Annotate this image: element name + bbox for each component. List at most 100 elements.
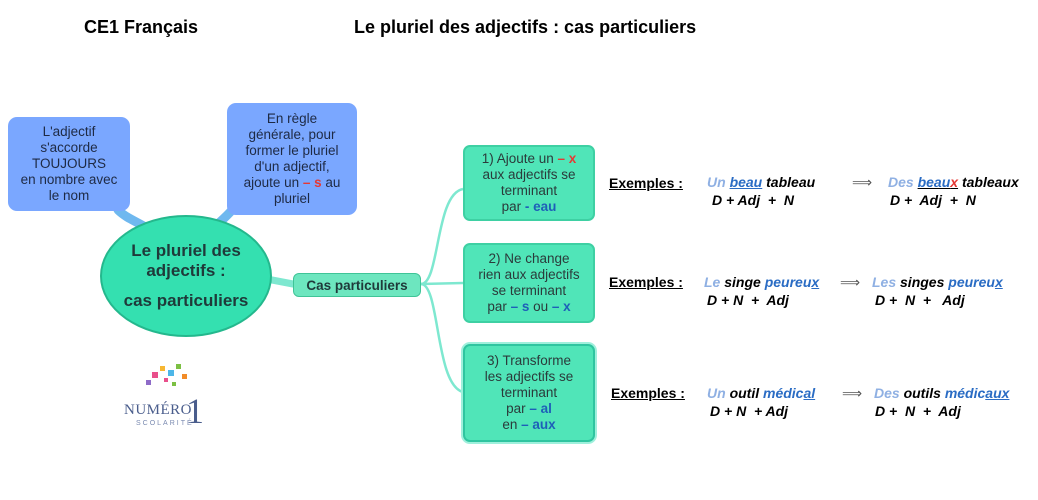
case-line: rien aux adjectifs xyxy=(478,267,580,282)
note-text: ajoute un xyxy=(243,175,303,190)
example-noun: singes xyxy=(900,274,945,290)
arrow-icon: ⟹ xyxy=(842,385,863,401)
case-line: par – s ou – x xyxy=(469,299,589,315)
case-line: terminant xyxy=(500,183,558,198)
examples-label: Exemples : xyxy=(611,385,685,401)
note-left-line: en nombre avec xyxy=(20,172,118,187)
example-adj-stem: peureu xyxy=(948,274,995,290)
note-left-line: TOUJOURS xyxy=(31,156,106,171)
example-plural: Les singes peureux xyxy=(872,274,1003,290)
case-line: par - eau xyxy=(469,199,589,215)
example-formula: D + Adj + N xyxy=(712,192,794,208)
example-adj-stem: médic xyxy=(944,385,986,401)
example-det: Des xyxy=(874,385,900,401)
ending-mark: – aux xyxy=(521,417,556,432)
case-line: les adjectifs se xyxy=(484,369,574,384)
connector-case-2 xyxy=(420,281,464,286)
connector-case-3 xyxy=(420,282,464,394)
ending-mark: – al xyxy=(529,401,552,416)
example-formula: D + N + Adj xyxy=(875,292,965,308)
example-adj-ending: aux xyxy=(985,385,1010,401)
ending-mark: – x xyxy=(557,151,577,166)
example-adj: médical xyxy=(763,385,815,401)
example-noun: singe xyxy=(724,274,761,290)
case-line: 3) Transforme xyxy=(486,353,572,368)
page-title: Le pluriel des adjectifs : cas particuli… xyxy=(354,17,697,37)
case-line: par – al xyxy=(469,401,589,417)
central-topic-line: Le pluriel des xyxy=(131,241,241,260)
example-det: Un xyxy=(707,385,726,401)
case-line: en – aux xyxy=(469,417,589,433)
ending-mark: - eau xyxy=(524,199,557,214)
case-text: par xyxy=(487,299,511,314)
logo-word: NUMÉRO xyxy=(124,402,193,418)
logo-subtitle: SCOLARITÉ xyxy=(136,420,194,427)
ending-mark: – s xyxy=(510,299,530,314)
arrow-icon: ⟹ xyxy=(852,174,873,190)
note-right-line: former le pluriel xyxy=(245,143,339,158)
logo: NUMÉRO 1 SCOLARITÉ xyxy=(122,360,214,440)
example-formula: D + N + Adj xyxy=(710,403,789,419)
logo-digit: 1 xyxy=(186,391,204,431)
example-adj-ending: x xyxy=(811,274,820,290)
example-adj-ending: x xyxy=(950,174,959,190)
logo-dots-icon xyxy=(146,364,187,386)
example-adj: beaux xyxy=(918,174,958,190)
central-topic: Le pluriel des adjectifs : cas particuli… xyxy=(100,215,272,337)
example-singular: Un beau tableau xyxy=(707,174,815,190)
case-text: ou xyxy=(529,299,552,314)
note-text: au xyxy=(321,175,341,190)
connector-center-pill xyxy=(268,276,297,288)
example-det: Les xyxy=(872,274,897,290)
example-plural: Des beaux tableaux xyxy=(888,174,1019,190)
example-singular: Un outil médical xyxy=(707,385,815,401)
arrow-icon: ⟹ xyxy=(840,274,861,290)
note-left-line: s'accorde xyxy=(40,140,98,155)
case-text: 1) Ajoute un xyxy=(481,151,558,166)
note-left-line: L'adjectif xyxy=(42,124,96,139)
note-left: L'adjectif s'accorde TOUJOURS en nombre … xyxy=(8,117,130,211)
case-box-2: 2) Ne change rien aux adjectifs se termi… xyxy=(463,243,595,323)
example-noun: outils xyxy=(903,385,941,401)
example-adj-stem: médic xyxy=(763,385,804,401)
note-right-line: d'un adjectif, xyxy=(254,159,330,174)
note-left-line: le nom xyxy=(48,188,90,203)
example-adj-stem: peureu xyxy=(764,274,812,290)
case-line: 1) Ajoute un – x xyxy=(469,151,589,167)
example-det: Un xyxy=(707,174,726,190)
header-left: CE1 Français xyxy=(84,17,199,37)
central-topic-line: cas particuliers xyxy=(123,291,249,310)
example-noun: tableaux xyxy=(961,174,1019,190)
example-plural: Des outils médicaux xyxy=(874,385,1009,401)
note-right: En règle générale, pour former le plurie… xyxy=(227,103,357,215)
case-line: aux adjectifs se xyxy=(482,167,576,182)
case-text: en xyxy=(502,417,522,432)
example-formula: D + Adj + N xyxy=(890,192,976,208)
example-formula: D + N + Adj xyxy=(875,403,961,419)
example-det: Des xyxy=(888,174,914,190)
connector-case-1 xyxy=(420,187,464,286)
note-right-line: pluriel xyxy=(273,191,311,206)
example-adj-stem: beau xyxy=(917,174,951,190)
note-right-line: En règle xyxy=(266,111,318,126)
branch-label: Cas particuliers xyxy=(293,273,421,297)
example-noun: outil xyxy=(729,385,760,401)
ending-mark: – x xyxy=(551,299,571,314)
central-topic-line: adjectifs : xyxy=(146,261,226,280)
example-adj: peureux xyxy=(948,274,1002,290)
example-adj-ending: x xyxy=(994,274,1003,290)
example-adj: beau xyxy=(729,174,763,190)
case-line: terminant xyxy=(500,385,558,400)
ending-mark: – s xyxy=(302,175,322,190)
note-right-line: générale, pour xyxy=(248,127,336,142)
example-adj-ending: al xyxy=(803,385,816,401)
case-text: par xyxy=(506,401,530,416)
case-text: par xyxy=(501,199,525,214)
example-det: Le xyxy=(704,274,721,290)
note-right-line: ajoute un – s au xyxy=(233,175,351,191)
case-line: 2) Ne change xyxy=(488,251,570,266)
example-formula: D + N + Adj xyxy=(707,292,789,308)
case-box-3: 3) Transforme les adjectifs se terminant… xyxy=(463,344,595,442)
example-singular: Le singe peureux xyxy=(704,274,819,290)
example-noun: tableau xyxy=(766,174,816,190)
